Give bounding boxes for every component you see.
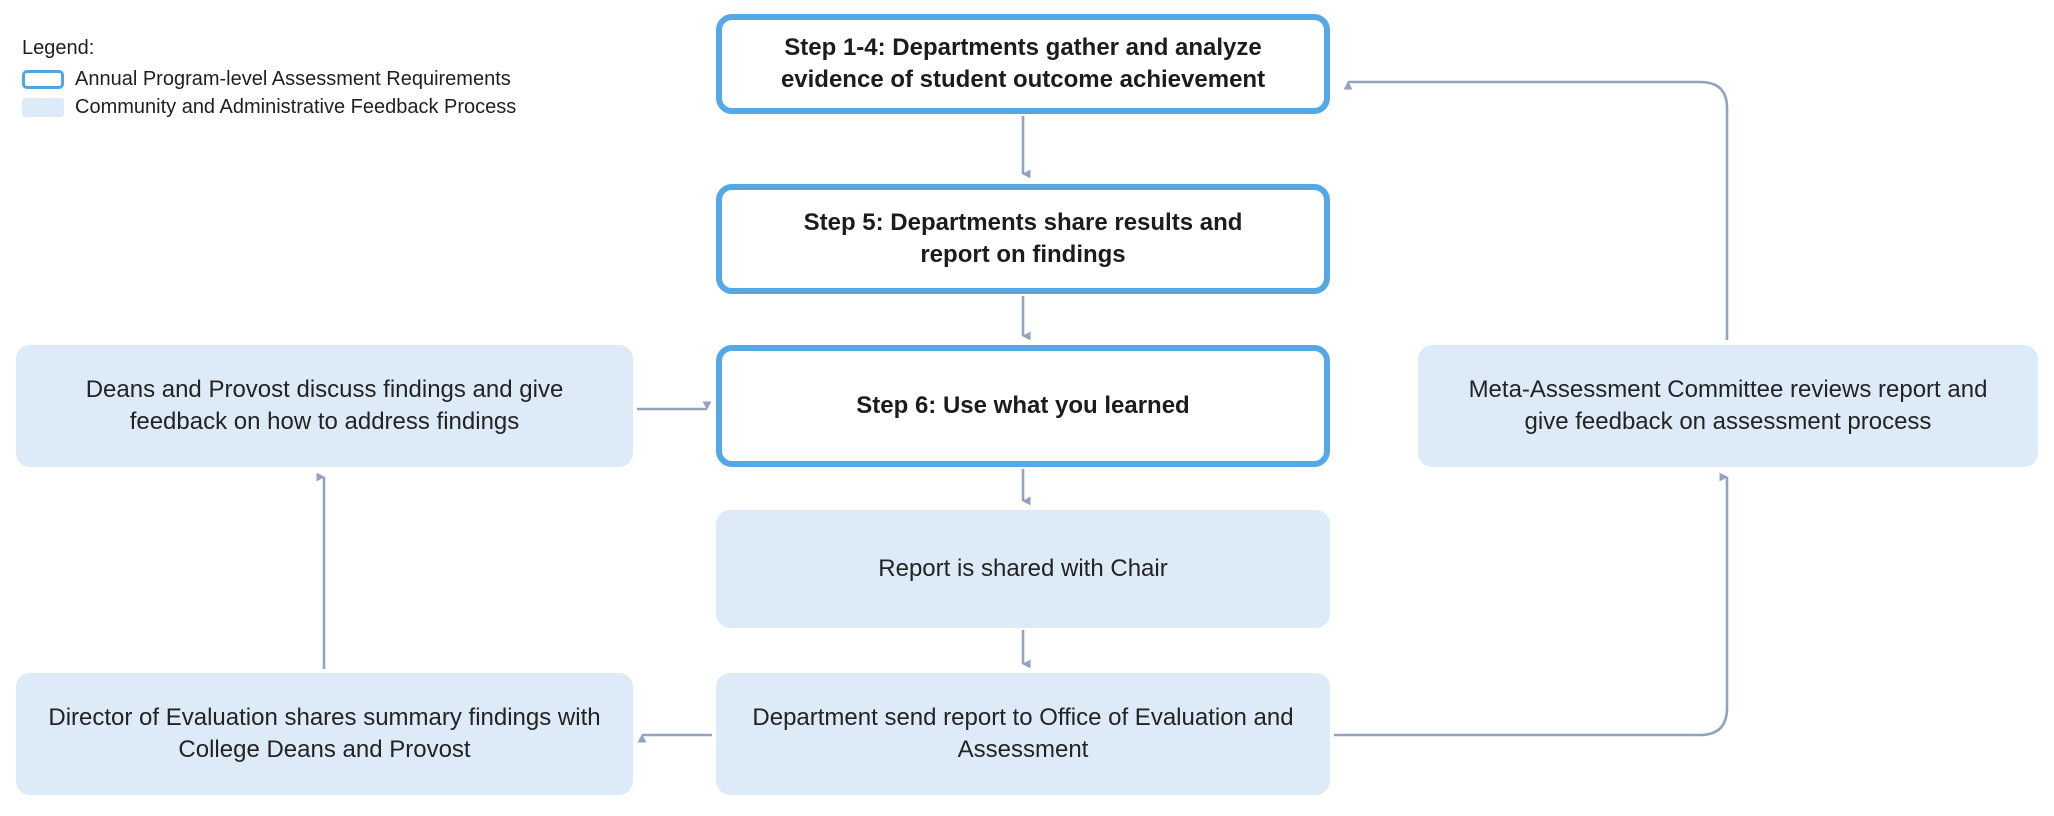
node-department-send-report[interactable]: Department send report to Office of Eval…	[716, 673, 1330, 795]
legend-swatch-outline-box-icon	[22, 69, 64, 89]
node-director-of-evaluation-shares[interactable]: Director of Evaluation shares summary fi…	[16, 673, 633, 795]
node-meta-assessment-committee-label: Meta-Assessment Committee reviews report…	[1468, 376, 1988, 435]
legend-item-label: Annual Program-level Assessment Requirem…	[75, 67, 511, 90]
edge-dept-send-to-meta	[1334, 472, 1729, 737]
node-report-shared-with-chair-label: Report is shared with Chair	[878, 555, 1168, 583]
node-step-5[interactable]: Step 5: Departments share results and re…	[716, 184, 1330, 294]
node-report-shared-with-chair[interactable]: Report is shared with Chair	[716, 510, 1330, 628]
node-director-of-evaluation-shares-label: Director of Evaluation shares summary fi…	[48, 704, 601, 763]
node-step-6-label: Step 6: Use what you learned	[856, 392, 1190, 420]
node-department-send-report-label: Department send report to Office of Eval…	[752, 704, 1294, 763]
node-step-1-4[interactable]: Step 1-4: Departments gather and analyze…	[716, 14, 1330, 114]
legend: Legend: Annual Program-level Assessment …	[22, 36, 582, 121]
legend-title: Legend:	[22, 37, 95, 59]
legend-item-label: Community and Administrative Feedback Pr…	[75, 95, 517, 118]
node-deans-and-provost-discuss[interactable]: Deans and Provost discuss findings and g…	[16, 345, 633, 467]
node-step-5-label: Step 5: Departments share results and re…	[803, 209, 1243, 268]
node-step-6[interactable]: Step 6: Use what you learned	[716, 345, 1330, 467]
legend-item-annual-requirements: Annual Program-level Assessment Requirem…	[22, 65, 582, 93]
legend-swatch-filled-box-icon	[22, 97, 64, 117]
node-meta-assessment-committee[interactable]: Meta-Assessment Committee reviews report…	[1418, 345, 2038, 467]
edge-meta-to-step14	[1343, 80, 1729, 340]
node-step-1-4-label: Step 1-4: Departments gather and analyze…	[780, 34, 1266, 93]
legend-item-community-feedback: Community and Administrative Feedback Pr…	[22, 93, 582, 121]
node-deans-and-provost-discuss-label: Deans and Provost discuss findings and g…	[85, 376, 564, 435]
